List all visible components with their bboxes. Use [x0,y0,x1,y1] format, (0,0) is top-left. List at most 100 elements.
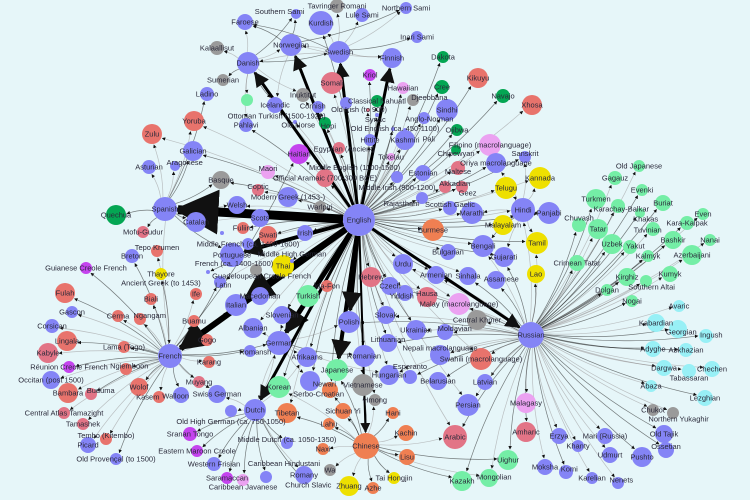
node-kalmyk[interactable] [642,250,654,262]
node-circle[interactable] [200,87,214,101]
node-circle[interactable] [511,198,535,222]
node-tavringer-romani[interactable] [330,0,344,13]
node-anglo-norman[interactable] [418,112,430,124]
node-telugu[interactable] [495,177,517,199]
node-bulgarian[interactable] [440,244,456,260]
node-ojibwa[interactable] [451,124,463,136]
node-circle[interactable] [495,177,517,199]
node-haitian[interactable] [289,144,309,164]
node-esperanto[interactable] [403,370,417,384]
node-old-tajik[interactable] [655,425,673,443]
node-circle[interactable] [572,218,586,232]
node-lisu[interactable] [399,449,415,465]
node-circle[interactable] [452,471,472,491]
node-circle[interactable] [645,341,661,357]
node-circle[interactable] [280,34,302,56]
node-circle[interactable] [237,222,249,234]
node-circle[interactable] [242,238,254,250]
node-circle[interactable] [42,371,60,389]
node-corsican[interactable] [45,319,59,333]
node-circle[interactable] [375,113,379,117]
node-circle[interactable] [400,2,412,14]
node-tepo-krumen[interactable] [151,245,163,257]
node-circle[interactable] [260,471,272,483]
node-urdu[interactable] [393,254,413,274]
node-arabic[interactable] [443,425,467,449]
node-circle[interactable] [281,437,293,449]
node-filipino-macrolanguage[interactable] [479,134,501,156]
node-circle[interactable] [632,447,652,467]
node-circle[interactable] [191,445,203,457]
node-circle[interactable] [391,171,403,183]
node-circle[interactable] [173,387,189,403]
node-asturian[interactable] [142,160,156,174]
node-circle[interactable] [623,240,637,254]
node-circle[interactable] [203,356,215,368]
node-circle[interactable] [237,52,259,74]
node-circle[interactable] [612,477,624,489]
node-circle[interactable] [537,459,553,475]
node-buriat[interactable] [655,195,671,211]
node-chechen[interactable] [704,361,720,377]
node-lule-sami[interactable] [355,8,369,22]
node-circle[interactable] [291,9,301,19]
node-southern-altai[interactable] [640,275,652,287]
node-ossetian[interactable] [658,442,674,458]
node-circle[interactable] [339,476,359,496]
node-eastern-maroon-creole[interactable] [191,445,203,457]
node-albanian[interactable] [243,318,263,338]
node-circle[interactable] [436,99,458,121]
node-circle[interactable] [572,440,584,452]
node-circle[interactable] [188,315,200,327]
node-swahili-macrolanguage[interactable] [470,348,492,370]
node-circle[interactable] [437,51,449,63]
node-circle[interactable] [388,472,400,484]
node-circle[interactable] [679,343,693,357]
node-circle[interactable] [472,235,494,257]
node-gascon[interactable] [66,306,78,318]
node-circle[interactable] [655,195,671,211]
node-ottoman-turkish-1500-1928[interactable] [241,94,253,106]
node-circle[interactable] [669,320,687,338]
node-circle[interactable] [602,447,618,463]
node-djeebbana[interactable] [407,94,419,106]
node-circle[interactable] [398,425,414,441]
node-circle[interactable] [151,245,163,257]
node-maori[interactable] [261,165,275,179]
node-erzya[interactable] [551,428,567,444]
node-circle[interactable] [184,111,204,131]
node-circle[interactable] [66,306,78,318]
node-korean[interactable] [268,376,290,398]
node-circle[interactable] [493,215,513,235]
node-polish[interactable] [338,311,360,333]
node-guadeloupean-creole-french[interactable] [250,264,262,276]
node-circle[interactable] [261,165,275,179]
node-thai[interactable] [272,255,294,277]
node-hungarian[interactable] [379,365,399,385]
node-circle[interactable] [134,313,146,325]
node-circle[interactable] [387,153,395,161]
node-nepali-macrolanguage[interactable] [430,345,450,365]
node-french[interactable] [158,344,182,368]
node-circle[interactable] [214,276,226,288]
node-spanish[interactable] [153,197,177,221]
node-circle[interactable] [486,153,506,173]
node-danish[interactable] [237,52,259,74]
node-circle[interactable] [120,363,132,375]
node-circle[interactable] [633,160,645,172]
node-circle[interactable] [186,212,206,232]
node-circle[interactable] [267,97,283,113]
node-middle-dutch-ca-1050-1350[interactable] [281,437,293,449]
node-scots[interactable] [251,209,269,227]
node-pahlavi[interactable] [239,118,253,132]
node-mofu-gudur[interactable] [137,226,149,238]
node-kashmiri[interactable] [395,130,415,150]
node-cornish[interactable] [312,101,324,113]
node-circle[interactable] [415,165,431,181]
node-circle[interactable] [328,41,350,63]
node-tokelau[interactable] [387,153,395,161]
node-circle[interactable] [207,457,221,471]
node-middle-high-german[interactable] [290,259,294,263]
node-circle[interactable] [220,243,244,267]
node-circle[interactable] [635,208,645,218]
